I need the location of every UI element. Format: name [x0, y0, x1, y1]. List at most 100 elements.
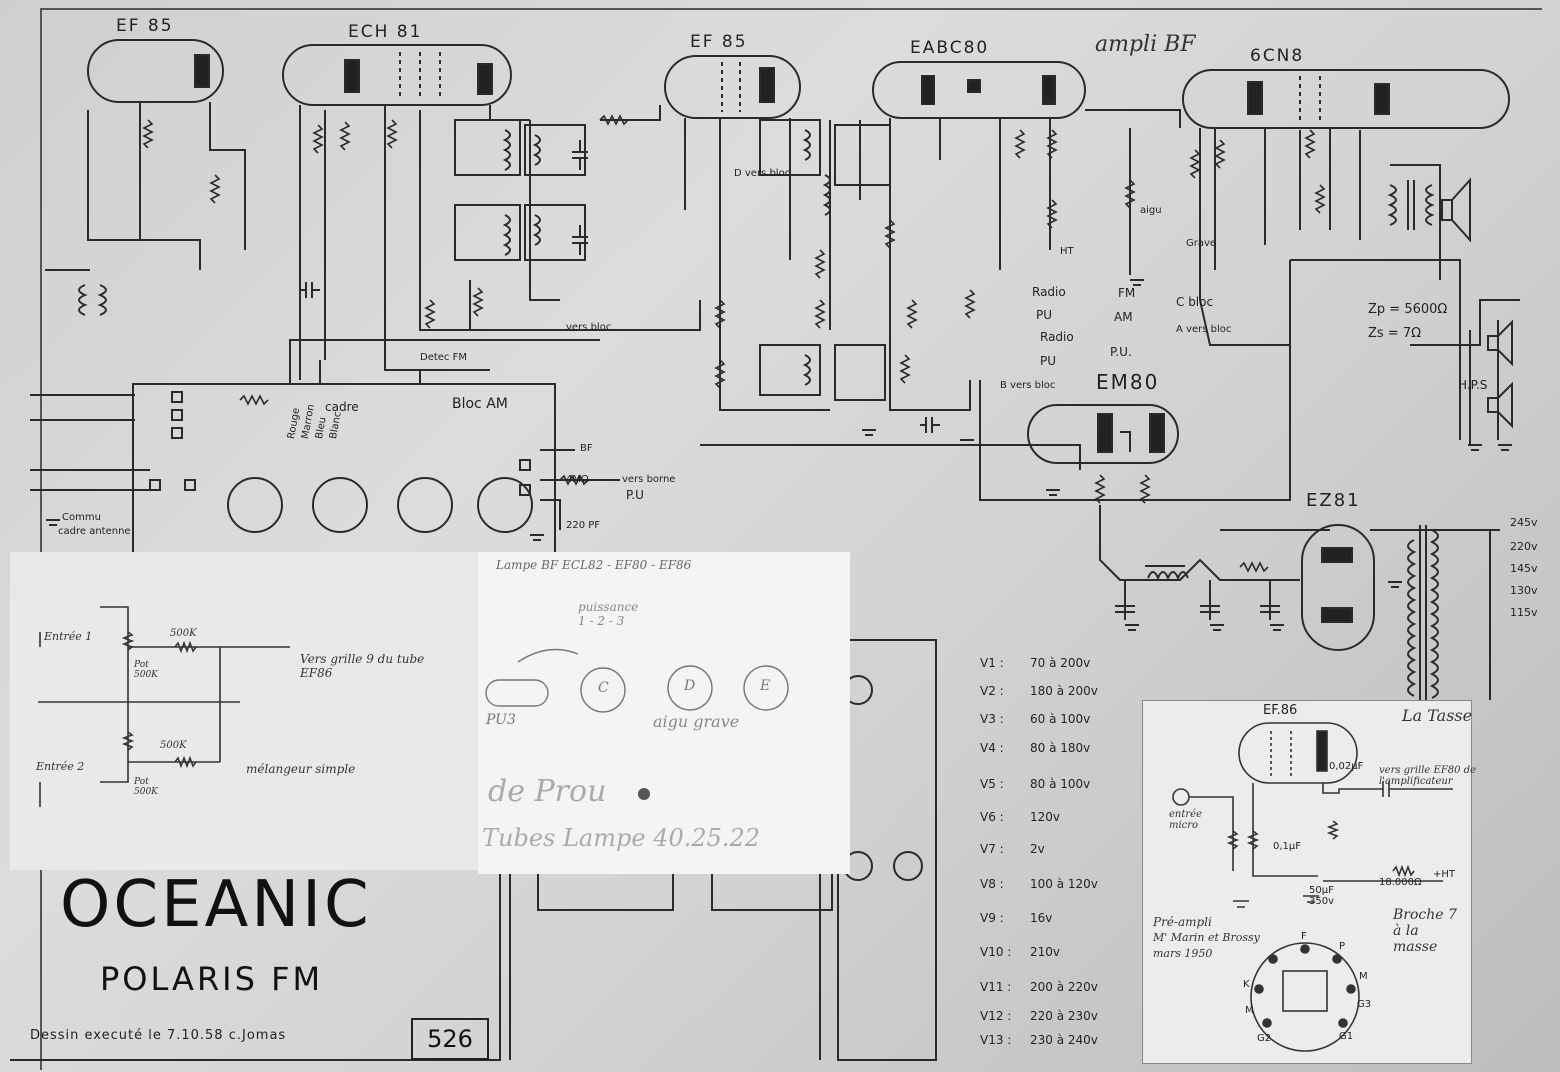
switch-label-pu-dot: P.U.	[1110, 345, 1132, 359]
socket-pin: G1	[1339, 1031, 1354, 1042]
tube-label-ech81: ECH 81	[348, 22, 423, 42]
tube-label-em80: EM80	[1096, 370, 1160, 394]
voltage-value: 60 à 100v	[1030, 712, 1091, 726]
oscillator-coil	[78, 284, 107, 316]
voltage-value: 180 à 200v	[1030, 684, 1098, 698]
voltage-value: 230 à 240v	[1030, 1033, 1098, 1047]
switch-label-pu: PU	[1036, 308, 1053, 322]
hps-speakers	[1487, 319, 1513, 429]
note-mixer: Entrée 1 Entrée 2 500K 500K Pot 500K Pot…	[10, 552, 478, 870]
voltage-value: 80 à 180v	[1030, 741, 1091, 755]
voltage-value: 220 à 230v	[1030, 1009, 1098, 1023]
grave-label: Grave	[1186, 238, 1217, 249]
voltage-value: 120v	[1030, 810, 1061, 824]
mixer-pot: Pot 500K	[134, 660, 158, 680]
switch-label-am: AM	[1114, 310, 1133, 324]
preamp-cap: 50µF 350v	[1309, 885, 1335, 907]
socket-pin: M	[1245, 1005, 1254, 1016]
tap-label: 220v	[1510, 540, 1538, 553]
mixer-title: mélangeur simple	[246, 762, 356, 776]
vers-borne-label: vers borne	[622, 474, 676, 485]
preamp-date: mars 1950	[1153, 947, 1213, 960]
preamp-author: M' Marin et Brossy	[1153, 931, 1260, 944]
impedance-zs: Zs = 7Ω	[1368, 326, 1422, 341]
bloc-am-label: Bloc AM	[452, 396, 508, 412]
tube-envelope-ech81	[282, 44, 512, 106]
voltage-value: 100 à 120v	[1030, 877, 1098, 891]
vers-bloc-label: vers bloc	[566, 322, 612, 333]
brand-title: OCEANIC	[60, 868, 372, 942]
ht-label: HT	[1060, 246, 1074, 257]
tube-envelope-ef85-1	[87, 39, 224, 103]
commu-label: Commu	[62, 512, 101, 523]
voltage-value: 210v	[1030, 945, 1061, 959]
voltage-name: V11 :	[980, 980, 1012, 994]
tap-label: 145v	[1510, 562, 1538, 575]
voltage-name: V4 :	[980, 741, 1004, 755]
lampe-de-prou: de Prou	[488, 774, 607, 809]
mixer-pot: Pot 500K	[134, 777, 158, 797]
if-transformer-4	[822, 124, 891, 401]
switch-label-radio: Radio	[1040, 330, 1074, 344]
voltage-value: 80 à 100v	[1030, 777, 1091, 791]
preamp-input-label: entrée micro	[1169, 809, 1202, 831]
voltage-name: V8 :	[980, 877, 1004, 891]
lampe-pos-c: C	[598, 680, 609, 696]
cadre-label: cadre	[325, 400, 359, 414]
socket-pin: K	[1243, 979, 1250, 990]
switch-label-pu: PU	[1040, 354, 1057, 368]
tube-envelope-ef85-2	[664, 55, 801, 119]
drawing-frame	[40, 8, 1542, 1070]
preamp-resistor: 18.000Ω	[1379, 877, 1422, 888]
preamp-drawing	[1172, 722, 1453, 1052]
tube-envelope-ez81	[1301, 524, 1375, 651]
if-transformer-1	[454, 119, 521, 261]
hps-label: H.P.S	[1458, 378, 1488, 392]
voltage-value: 200 à 220v	[1030, 980, 1098, 994]
lampe-pos-e: E	[760, 678, 771, 694]
preamp-ht-label: +HT	[1433, 869, 1456, 880]
voltage-value: 2v	[1030, 842, 1045, 856]
speaker	[1441, 177, 1471, 243]
tap-label: 115v	[1510, 606, 1538, 619]
if-transformer-3	[759, 119, 821, 396]
mixer-resistor: 500K	[160, 740, 187, 751]
socket-pin: P	[1339, 941, 1346, 952]
voltage-name: V6 :	[980, 810, 1004, 824]
voltage-name: V7 :	[980, 842, 1004, 856]
cap-220pf-label: 220 PF	[566, 520, 601, 531]
lampe-tubes: Tubes Lampe 40.25.22	[482, 824, 761, 852]
lampe-aigu-grave: aigu grave	[653, 712, 740, 731]
detec-fm-label: Detec FM	[420, 352, 467, 363]
lampe-drawing	[485, 648, 789, 800]
voltage-name: V13 :	[980, 1033, 1012, 1047]
res-4m-label: 4MΩ	[566, 474, 589, 485]
preamp-tube-label: EF.86	[1263, 703, 1298, 718]
tube-envelope-em80	[1027, 404, 1179, 464]
tube-label-6cn8: 6CN8	[1250, 46, 1305, 66]
switch-label-a-vers-bloc: A vers bloc	[1176, 324, 1232, 335]
drawing-credit: Dessin executé le 7.10.58 c.Jomas	[30, 1028, 287, 1043]
voltage-name: V10 :	[980, 945, 1012, 959]
socket-pin: F	[1301, 931, 1307, 942]
mixer-grid-note: Vers grille 9 du tube EF86	[300, 652, 425, 680]
voltage-name: V3 :	[980, 712, 1004, 726]
preamp-cap: 0,1µF	[1273, 841, 1302, 852]
d-vers-bloc-label: D vers bloc	[734, 168, 791, 179]
mixer-input-1: Entrée 1	[44, 630, 93, 643]
mixer-drawing	[38, 606, 290, 807]
tap-label: 130v	[1510, 584, 1538, 597]
switch-label-fm: FM	[1118, 286, 1136, 300]
lampe-pos-d: D	[684, 678, 696, 694]
socket-pin: G2	[1257, 1033, 1272, 1044]
aigu-label: aigu	[1140, 205, 1162, 216]
output-transformer	[1387, 180, 1435, 230]
tube-label-ez81: EZ81	[1306, 490, 1361, 511]
plate-number: 526	[411, 1018, 489, 1060]
preamp-title: Pré-ampli	[1153, 915, 1212, 929]
preamp-output-note: vers grille EF80 de l'amplificateur	[1379, 765, 1476, 787]
mixer-resistor: 500K	[170, 628, 197, 639]
voltage-name: V5 :	[980, 777, 1004, 791]
if-transformer-2	[524, 124, 586, 261]
voltage-name: V12 :	[980, 1009, 1012, 1023]
